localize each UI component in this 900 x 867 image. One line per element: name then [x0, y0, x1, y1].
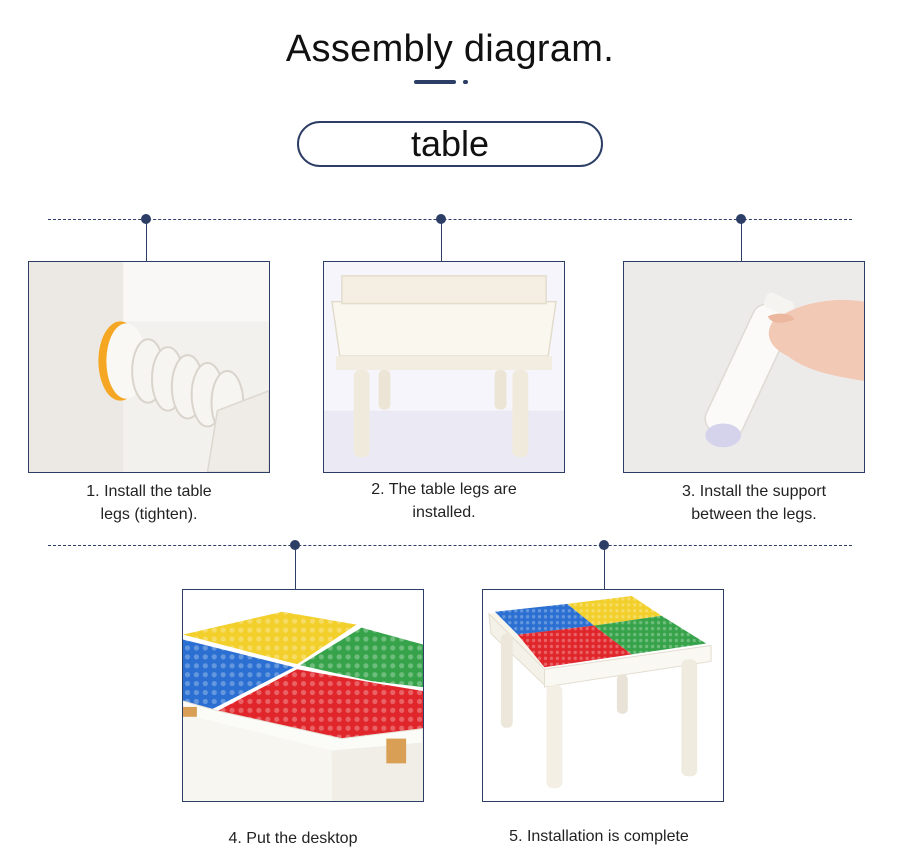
- caption-line: 1. Install the table: [86, 483, 212, 500]
- caption-line: 3. Install the support: [681, 483, 827, 500]
- finished-table-photo: [482, 589, 724, 802]
- title-underline: [414, 80, 456, 84]
- connector-stem: [741, 219, 742, 261]
- caption-line: 5. Installation is complete: [509, 828, 689, 845]
- connector-stem: [441, 219, 442, 261]
- step-caption-1: 1. Install the table legs (tighten).: [28, 480, 270, 526]
- connector-stem: [146, 219, 147, 261]
- step-caption-3: 3. Install the support between the legs.: [623, 480, 885, 526]
- caption-line: installed.: [412, 504, 476, 521]
- title-underline-dot: [463, 80, 468, 84]
- support-bar-photo: [623, 261, 865, 473]
- caption-line: 4. Put the desktop: [228, 830, 358, 847]
- desktop-closeup-photo: [182, 589, 424, 802]
- divider-row-2: [48, 545, 852, 546]
- table-frame-photo: [323, 261, 565, 473]
- step-caption-2: 2. The table legs are installed.: [323, 478, 565, 524]
- step-caption-5: 5. Installation is complete: [478, 825, 720, 848]
- leg-screw-photo: [28, 261, 270, 473]
- caption-line: between the legs.: [691, 506, 817, 523]
- connector-stem: [295, 545, 296, 589]
- caption-line: 2. The table legs are: [371, 481, 517, 498]
- connector-stem: [604, 545, 605, 589]
- caption-line: legs (tighten).: [100, 506, 198, 523]
- section-badge: table: [297, 121, 603, 167]
- step-caption-4: 4. Put the desktop: [172, 827, 414, 850]
- page-title: Assembly diagram.: [285, 28, 615, 70]
- divider-row-1: [48, 219, 852, 220]
